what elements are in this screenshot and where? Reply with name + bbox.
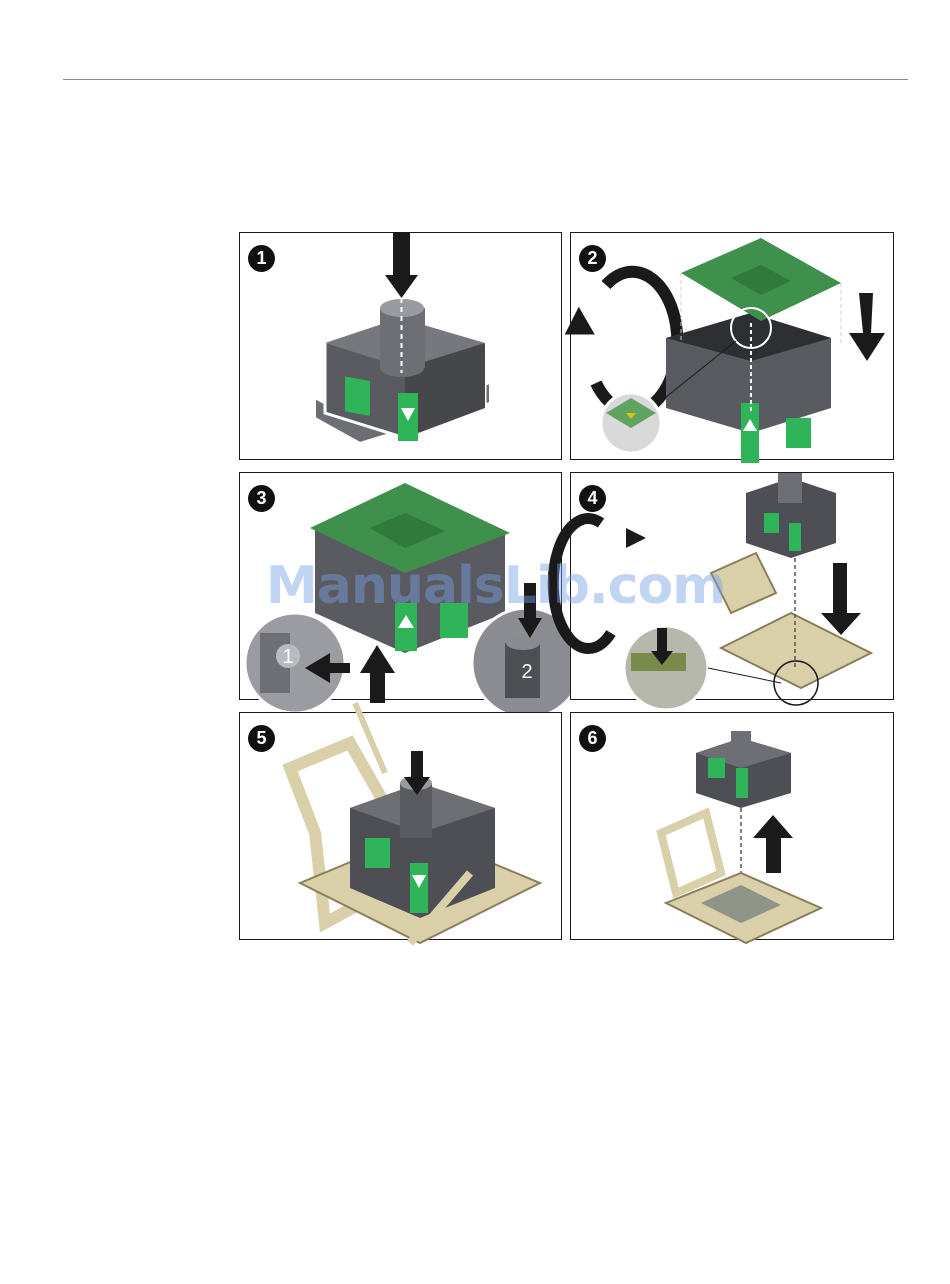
tool-alignment-illustration — [571, 473, 895, 701]
step-panel-5: 5 — [239, 712, 562, 940]
cpu-insert-illustration — [571, 233, 895, 461]
cpu-tool-illustration — [240, 233, 563, 461]
step-panel-3: 3 1 2 — [239, 472, 562, 700]
cpu-latch-illustration: 1 2 — [240, 473, 563, 701]
step-panel-2: 2 — [570, 232, 894, 460]
callout-number-2: 2 — [521, 661, 532, 683]
step-number-badge: 1 — [248, 245, 275, 272]
step-number-badge: 6 — [579, 725, 606, 752]
callout-number-1: 1 — [282, 646, 293, 668]
step-panel-4: 4 — [570, 472, 894, 700]
step-number-badge: 2 — [579, 245, 606, 272]
tool-placement-illustration — [240, 713, 563, 941]
step-number-badge: 5 — [248, 725, 275, 752]
step-panel-6: 6 — [570, 712, 894, 940]
step-number-badge: 3 — [248, 485, 275, 512]
step-number-badge: 4 — [579, 485, 606, 512]
header-rule — [63, 79, 908, 80]
step-panel-1: 1 — [239, 232, 562, 460]
tool-removal-illustration — [571, 713, 895, 941]
